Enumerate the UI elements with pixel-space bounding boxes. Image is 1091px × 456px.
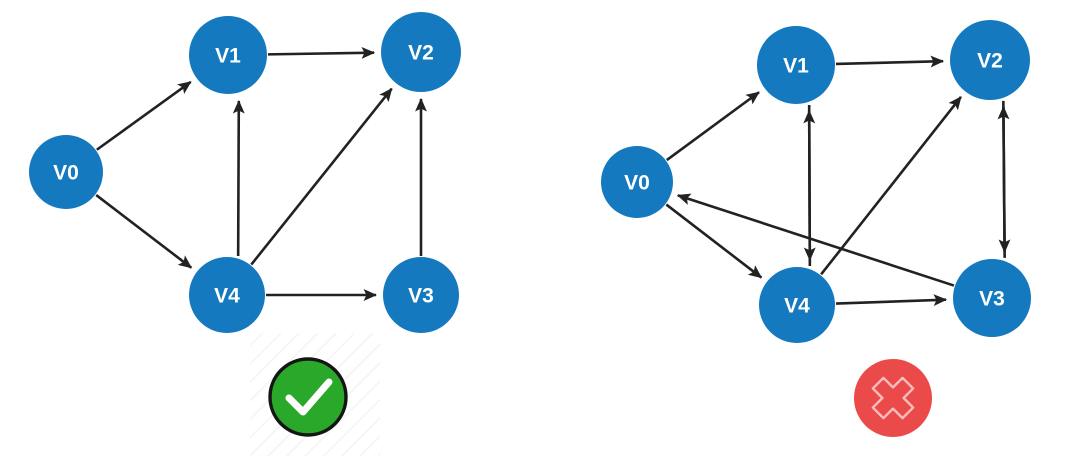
node-right-panel-V3[interactable]: V3 [953, 259, 1031, 337]
node-left-panel-V2[interactable]: V2 [381, 12, 461, 92]
node-left-panel-V1[interactable]: V1 [189, 16, 267, 94]
edge-left-panel-V4-to-V2 [250, 87, 393, 266]
node-label: V1 [783, 55, 809, 78]
node-circle [189, 257, 265, 333]
edge-left-panel-V1-to-V2 [267, 46, 376, 59]
edge-right-panel-V3-to-V0 [676, 193, 955, 287]
node-label: V2 [977, 50, 1003, 73]
node-right-panel-V4[interactable]: V4 [759, 267, 835, 343]
node-label: V2 [408, 42, 434, 65]
node-right-panel-V0[interactable]: V0 [601, 146, 673, 218]
node-circle [189, 16, 267, 94]
node-circle [601, 146, 673, 218]
edge-left-panel-V4-to-V1 [232, 99, 245, 257]
badges-layer [268, 357, 932, 437]
node-label: V0 [53, 162, 79, 185]
edge-right-panel-V0-to-V4 [665, 203, 763, 279]
node-left-panel-V4[interactable]: V4 [189, 257, 265, 333]
node-right-panel-V1[interactable]: V1 [757, 26, 835, 104]
edge-right-panel-V4-to-V2 [820, 96, 962, 276]
node-circle [381, 12, 461, 92]
badge-background [268, 357, 348, 437]
edge-right-panel-V0-to-V1 [666, 91, 760, 162]
node-label: V4 [214, 285, 240, 308]
cross-icon [871, 376, 915, 420]
node-label: V3 [979, 288, 1005, 311]
edge-right-panel-V1-to-V2 [835, 55, 945, 68]
node-circle [953, 259, 1031, 337]
node-circle [29, 135, 103, 209]
edges-layer [95, 46, 1011, 307]
edge-right-panel-V3-to-V2 [997, 105, 1010, 258]
node-circle [950, 20, 1030, 100]
node-label: V3 [408, 285, 434, 308]
node-left-panel-V0[interactable]: V0 [29, 135, 103, 209]
edge-left-panel-V0-to-V1 [96, 80, 192, 151]
node-label: V0 [624, 172, 650, 195]
edge-right-panel-V4-to-V3 [835, 294, 948, 307]
edge-left-panel-V0-to-V4 [95, 194, 193, 269]
check-icon [285, 378, 333, 416]
node-circle [759, 267, 835, 343]
node-circle [757, 26, 835, 104]
node-right-panel-V2[interactable]: V2 [950, 20, 1030, 100]
edge-right-panel-V4-to-V1 [803, 109, 816, 266]
node-left-panel-V3[interactable]: V3 [383, 257, 459, 333]
badge-valid-check [268, 357, 348, 437]
node-circle [383, 257, 459, 333]
badge-invalid-cross [854, 359, 932, 437]
node-label: V1 [215, 45, 241, 68]
node-label: V4 [784, 295, 810, 318]
